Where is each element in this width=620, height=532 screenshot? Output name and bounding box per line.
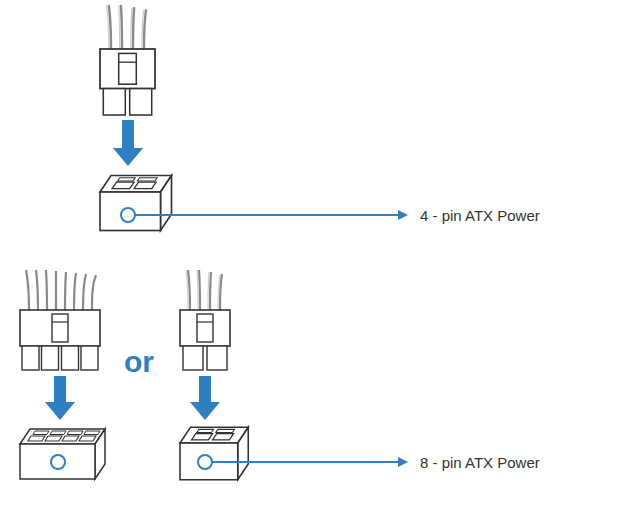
connector-word: or	[124, 345, 154, 379]
insert-arrow	[190, 376, 220, 420]
pin-marker	[51, 455, 65, 469]
plug-4pin	[180, 270, 230, 370]
leader-line	[212, 461, 398, 463]
pin-marker	[198, 455, 212, 469]
part-label: 4 - pin ATX Power	[420, 207, 540, 224]
leader-arrowhead	[398, 457, 408, 467]
insert-arrow	[113, 120, 143, 166]
pin-marker	[121, 208, 135, 222]
leader-arrowhead	[398, 210, 408, 220]
plug-8pin	[20, 270, 100, 370]
socket-4pin	[180, 427, 248, 480]
leader-line	[135, 214, 398, 216]
part-label: 8 - pin ATX Power	[420, 454, 540, 471]
insert-arrow	[45, 376, 75, 420]
plug-4pin	[100, 5, 155, 115]
socket-8pin	[20, 429, 105, 479]
socket-4pin	[100, 176, 172, 231]
